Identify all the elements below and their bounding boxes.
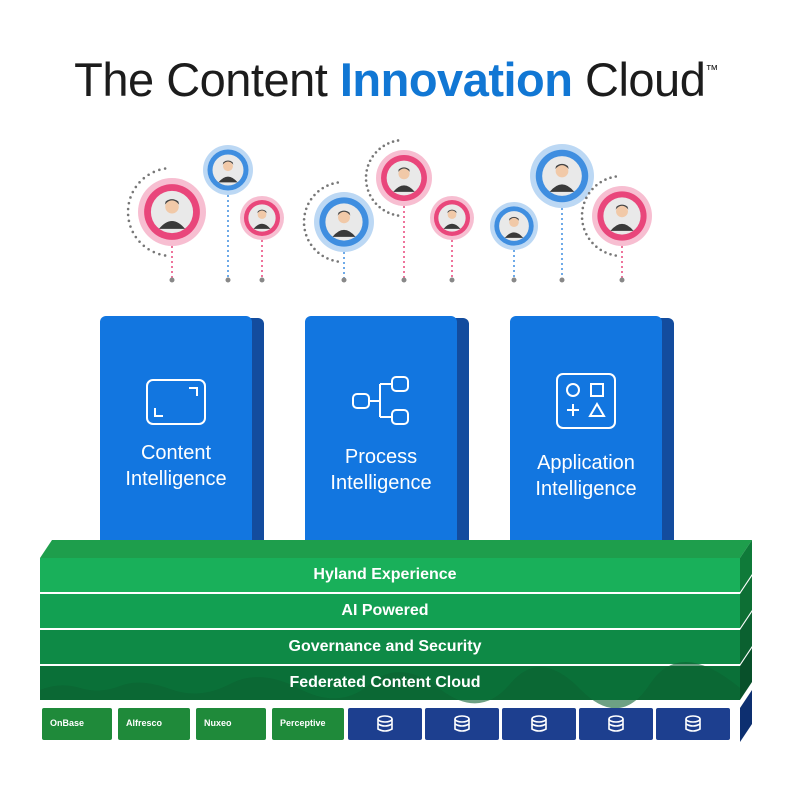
database-icon [377, 715, 393, 732]
repo-label: OnBase [50, 718, 85, 728]
avatar [430, 196, 474, 283]
database-block [425, 708, 499, 747]
repo-block-onbase: OnBase [42, 708, 112, 740]
layer-label-hyland-experience: Hyland Experience [313, 566, 457, 583]
card-label-line1: Content [140, 442, 212, 464]
repo-label: Nuxeo [204, 718, 232, 728]
layer-label-federated-content-cloud: Federated Content Cloud [289, 674, 481, 691]
card-application-intelligence: Application Intelligence [510, 316, 662, 546]
avatar [203, 145, 253, 283]
card-label-line2: Intelligence [125, 468, 227, 490]
layer-ai-powered [40, 594, 740, 628]
card-content-intelligence: Content Intelligence [100, 316, 252, 546]
title-suffix: Cloud [572, 53, 706, 106]
layer-label-ai-powered: AI Powered [341, 602, 429, 619]
layer-label-governance-security: Governance and Security [288, 638, 482, 655]
layer-governance-security [40, 630, 740, 664]
database-block [656, 708, 730, 747]
card-process-intelligence: Process Intelligence [305, 316, 457, 546]
avatar [490, 202, 538, 283]
card-label-line2: Intelligence [330, 472, 432, 494]
database-block [348, 708, 422, 747]
card-label-line2: Intelligence [535, 478, 637, 500]
title-prefix: The Content [74, 53, 340, 106]
avatar [240, 196, 284, 283]
page-title: The Content Innovation Cloud™ [0, 52, 792, 107]
flow-icon [352, 376, 409, 425]
database-icon [531, 715, 547, 732]
repo-block-alfresco: Alfresco [118, 708, 190, 740]
database-icon [608, 715, 624, 732]
avatar [302, 181, 374, 283]
layer-top-face [40, 540, 752, 558]
database-icon [685, 715, 701, 732]
database-block [502, 708, 576, 747]
repo-label: Alfresco [126, 718, 163, 728]
avatar [530, 144, 594, 283]
repo-block-nuxeo: Nuxeo [196, 708, 266, 740]
title-highlight: Innovation [339, 53, 573, 106]
card-label-line1: Application [537, 452, 635, 474]
database-icon [454, 715, 470, 732]
layer-side-face [740, 540, 752, 592]
database-block [579, 708, 653, 747]
trademark-mark: ™ [705, 62, 718, 77]
repo-label: Perceptive [280, 718, 326, 728]
frame-icon [146, 379, 206, 425]
shapes-icon [556, 373, 616, 429]
card-label-line1: Process [344, 446, 418, 468]
avatar [580, 175, 652, 283]
avatar [126, 167, 206, 283]
layer-hyland-experience [40, 558, 740, 592]
repo-block-perceptive: Perceptive [272, 708, 344, 740]
avatar [364, 139, 432, 283]
people-network [126, 139, 652, 283]
